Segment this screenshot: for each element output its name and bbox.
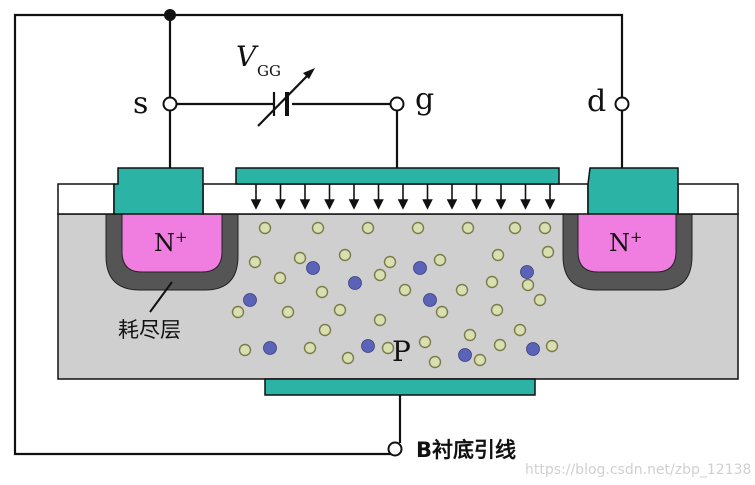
electron-carrier	[458, 348, 472, 362]
electron-carrier	[361, 339, 375, 353]
gate-metal-electrode	[235, 167, 560, 185]
hole-carrier	[373, 268, 387, 282]
hole-carrier	[491, 248, 505, 262]
hole-carrier	[341, 351, 355, 365]
hole-carrier	[493, 338, 507, 352]
vgg-label: V	[236, 40, 259, 73]
drain-terminal	[614, 96, 630, 112]
carriers	[231, 221, 559, 369]
hole-carrier	[513, 323, 527, 337]
drain-metal-contact	[587, 167, 679, 215]
field-arrow-head	[495, 199, 507, 210]
hole-carrier	[238, 343, 252, 357]
hole-carrier	[333, 303, 347, 317]
hole-carrier	[490, 303, 504, 317]
n-plus-drain-region	[577, 213, 677, 273]
field-arrows	[250, 184, 556, 210]
vgg-subscript: GG	[257, 62, 281, 80]
hole-carrier	[303, 341, 317, 355]
electron-carrier	[348, 276, 362, 290]
vgg-source-symbol	[257, 68, 315, 127]
hole-carrier	[461, 221, 475, 235]
electron-carrier	[263, 341, 277, 355]
electron-carrier	[520, 265, 534, 279]
hole-carrier	[418, 335, 432, 349]
hole-carrier	[373, 313, 387, 327]
hole-carrier	[428, 355, 442, 369]
hole-carrier	[315, 285, 329, 299]
n-plus-source-label: N+	[154, 228, 188, 257]
hole-carrier	[398, 283, 412, 297]
substrate-lead-label: B衬底引线	[416, 438, 516, 462]
depletion-callout-line	[149, 281, 173, 313]
oxide-layer-right	[677, 183, 739, 215]
hole-carrier	[411, 221, 425, 235]
hole-carrier	[361, 221, 375, 235]
field-arrow-head	[520, 199, 531, 210]
hole-carrier	[508, 221, 522, 235]
hole-carrier	[463, 328, 477, 342]
substrate-metal-contact	[264, 378, 536, 396]
field-arrow-head	[471, 199, 482, 210]
hole-carrier	[521, 278, 535, 292]
hole-carrier	[473, 353, 487, 367]
oxide-layer-left	[57, 183, 115, 215]
field-arrow-head	[348, 199, 360, 210]
n-plus-drain-label: N+	[609, 228, 643, 257]
field-arrow-head	[397, 199, 409, 210]
oxide-layer-middle	[202, 183, 589, 215]
field-arrow-head	[250, 199, 262, 210]
source-metal-contact	[113, 167, 204, 215]
hole-carrier	[318, 323, 332, 337]
field-arrow-head	[422, 199, 433, 210]
hole-carrier	[435, 305, 449, 319]
substrate-terminal	[387, 441, 403, 457]
hole-carrier	[338, 248, 352, 262]
hole-carrier	[485, 275, 499, 289]
p-substrate-label: P	[392, 335, 411, 368]
source-label: s	[133, 86, 148, 121]
field-arrow-head	[446, 199, 458, 210]
hole-carrier	[231, 305, 245, 319]
wire-source-to-drain-top	[170, 13, 624, 97]
watermark-text: https://blog.csdn.net/zbp_12138	[525, 462, 751, 478]
hole-carrier	[545, 339, 559, 353]
hole-carrier	[455, 283, 469, 297]
electron-carrier	[423, 293, 437, 307]
hole-carrier	[433, 253, 447, 267]
electron-carrier	[306, 261, 320, 275]
source-terminal	[162, 96, 178, 112]
hole-carrier	[533, 293, 547, 307]
gate-label: g	[415, 82, 434, 117]
hole-carrier	[293, 251, 307, 265]
n-plus-source-region	[121, 213, 223, 273]
field-arrow-head	[544, 199, 556, 210]
field-arrow-head	[299, 199, 311, 210]
hole-carrier	[538, 221, 552, 235]
hole-carrier	[258, 221, 272, 235]
depletion-layer-label: 耗尽层	[118, 318, 181, 342]
hole-carrier	[541, 245, 555, 259]
field-arrow-head	[275, 199, 286, 210]
hole-carrier	[383, 255, 397, 269]
hole-carrier	[311, 221, 325, 235]
field-arrow-head	[324, 199, 335, 210]
hole-carrier	[381, 341, 395, 355]
hole-carrier	[248, 255, 262, 269]
gate-terminal	[389, 96, 405, 112]
junction-dot	[164, 9, 176, 21]
electron-carrier	[243, 293, 257, 307]
drain-label: d	[587, 84, 606, 119]
field-arrow-head	[373, 199, 384, 210]
hole-carrier	[273, 271, 287, 285]
hole-carrier	[281, 305, 295, 319]
electron-carrier	[526, 342, 540, 356]
electron-carrier	[413, 261, 427, 275]
